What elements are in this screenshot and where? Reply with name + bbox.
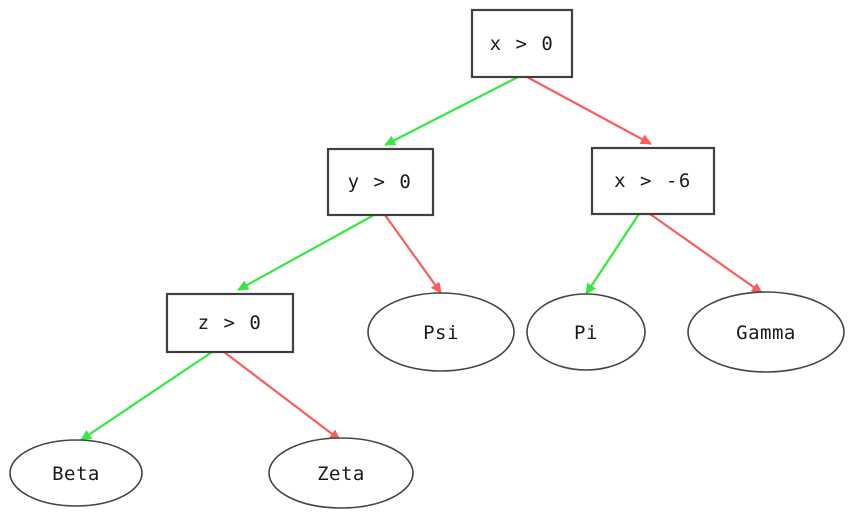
edge-z-to-beta-true <box>80 351 213 441</box>
node-z-gt-0-label: z > 0 <box>198 312 263 334</box>
node-root[interactable]: x > 0 <box>470 8 574 79</box>
leaf-beta[interactable]: Beta <box>9 439 143 507</box>
edge-group <box>80 76 763 441</box>
leaf-gamma-label: Gamma <box>736 322 796 344</box>
leaf-beta-label: Beta <box>52 463 100 485</box>
leaf-zeta-label: Zeta <box>317 463 365 485</box>
node-x-gt-neg6[interactable]: x > -6 <box>590 146 716 216</box>
edge-z-to-zeta-false <box>223 351 341 441</box>
leaf-gamma[interactable]: Gamma <box>687 291 845 373</box>
edge-root-to-y-true <box>384 76 519 146</box>
node-root-label: x > 0 <box>490 33 555 55</box>
node-y-gt-0[interactable]: y > 0 <box>326 147 435 217</box>
leaf-pi[interactable]: Pi <box>526 293 646 371</box>
node-y-gt-0-label: y > 0 <box>348 171 413 193</box>
leaf-psi[interactable]: Psi <box>367 292 515 372</box>
node-x-gt-neg6-label: x > -6 <box>614 170 692 192</box>
edge-root-to-x6-false <box>526 76 652 145</box>
edge-y-to-psi-false <box>384 214 442 294</box>
leaf-zeta[interactable]: Zeta <box>268 437 414 509</box>
node-z-gt-0[interactable]: z > 0 <box>165 292 295 354</box>
leaf-psi-label: Psi <box>423 322 459 344</box>
edge-x6-to-pi-true <box>585 213 640 295</box>
edge-x6-to-gamma-false <box>649 213 763 294</box>
leaf-pi-label: Pi <box>574 322 598 344</box>
edge-y-to-z-true <box>237 214 375 291</box>
